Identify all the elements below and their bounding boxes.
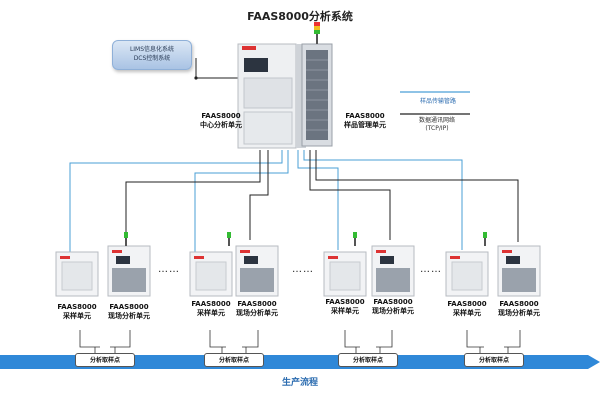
site1-sampler-label: FAAS8000 采样单元 <box>42 303 112 321</box>
sample-management-rack <box>301 22 333 147</box>
net-site1 <box>125 150 261 248</box>
site4-sampler-unit <box>445 251 489 297</box>
sample-management-label: FAAS8000 样品管理单元 <box>330 112 400 130</box>
site4-analyzer-label: FAAS8000 现场分析单元 <box>484 300 554 318</box>
sample-management-name: 样品管理单元 <box>344 121 386 129</box>
sampling-point-3: 分析取样点 <box>338 353 398 367</box>
site3-sampler-unit <box>323 251 367 297</box>
sampling-point-2: 分析取样点 <box>204 353 264 367</box>
site3-sampler-model: FAAS8000 <box>325 298 365 306</box>
center-analysis-label: FAAS8000 中心分析单元 <box>186 112 256 130</box>
site4-sampler-model: FAAS8000 <box>447 300 487 308</box>
site2-analyzer-unit <box>227 232 279 297</box>
site2-sampler-label: FAAS8000 采样单元 <box>176 300 246 318</box>
diagram-title: FAAS8000分析系统 <box>247 10 353 23</box>
lims-link <box>195 58 240 79</box>
site2-sampler-name: 采样单元 <box>197 309 225 317</box>
pipe-site4 <box>303 150 463 250</box>
site1-sampler-model: FAAS8000 <box>57 303 97 311</box>
site3-sampler-name: 采样单元 <box>331 307 359 315</box>
net-site4 <box>315 150 519 242</box>
site3-analyzer-unit <box>353 232 415 297</box>
site3-analyzer-label: FAAS8000 现场分析单元 <box>358 298 428 316</box>
site4-sampler-label: FAAS8000 采样单元 <box>432 300 502 318</box>
legend-network-name: 数据通讯网络 <box>418 117 455 124</box>
net-site2 <box>249 150 269 240</box>
center-analysis-model: FAAS8000 <box>201 112 241 120</box>
site3-sampler-label: FAAS8000 采样单元 <box>310 298 380 316</box>
site1-sampler-unit <box>55 251 99 297</box>
ellipsis-2: …… <box>292 264 314 275</box>
central-analysis-cabinet <box>237 43 306 149</box>
sampling-point-1: 分析取样点 <box>75 353 135 367</box>
ellipsis-3: …… <box>420 264 442 275</box>
site2-analyzer-model: FAAS8000 <box>237 300 277 308</box>
site1-analyzer-model: FAAS8000 <box>109 303 149 311</box>
sample-management-model: FAAS8000 <box>345 112 385 120</box>
site4-analyzer-name: 现场分析单元 <box>498 309 540 317</box>
legend-network-protocol: (TCP/IP) <box>425 125 449 132</box>
site1-analyzer-label: FAAS8000 现场分析单元 <box>94 303 164 321</box>
legend-network-label: 数据通讯网络 (TCP/IP) <box>404 117 470 133</box>
site2-analyzer-label: FAAS8000 现场分析单元 <box>222 300 292 318</box>
sampling-point-4: 分析取样点 <box>464 353 524 367</box>
site1-analyzer-name: 现场分析单元 <box>108 312 150 320</box>
production-flow-label: 生产流程 <box>281 378 318 388</box>
flow-arrow <box>0 355 600 369</box>
site4-analyzer-model: FAAS8000 <box>499 300 539 308</box>
pipe-site1 <box>69 150 283 255</box>
dcs-label: DCS控制系统 <box>133 55 171 62</box>
site4-analyzer-unit <box>483 232 541 297</box>
pipe-site2 <box>194 150 289 255</box>
site1-analyzer-unit <box>107 232 151 297</box>
legend-pipe-label: 样品传输管路 <box>420 98 457 105</box>
pipe-site3 <box>297 150 339 250</box>
lims-label: LIMS信息化系统 <box>129 46 175 53</box>
lims-dcs-box: LIMS信息化系统 DCS控制系统 <box>112 40 192 70</box>
site2-sampler-unit <box>189 251 233 297</box>
net-site3 <box>309 150 391 240</box>
center-analysis-name: 中心分析单元 <box>200 121 242 129</box>
site3-analyzer-name: 现场分析单元 <box>372 307 414 315</box>
site2-sampler-model: FAAS8000 <box>191 300 231 308</box>
site3-analyzer-model: FAAS8000 <box>373 298 413 306</box>
site4-sampler-name: 采样单元 <box>453 309 481 317</box>
lims-link-dot <box>194 76 198 80</box>
ellipsis-1: …… <box>158 264 180 275</box>
site2-analyzer-name: 现场分析单元 <box>236 309 278 317</box>
site1-sampler-name: 采样单元 <box>63 312 91 320</box>
